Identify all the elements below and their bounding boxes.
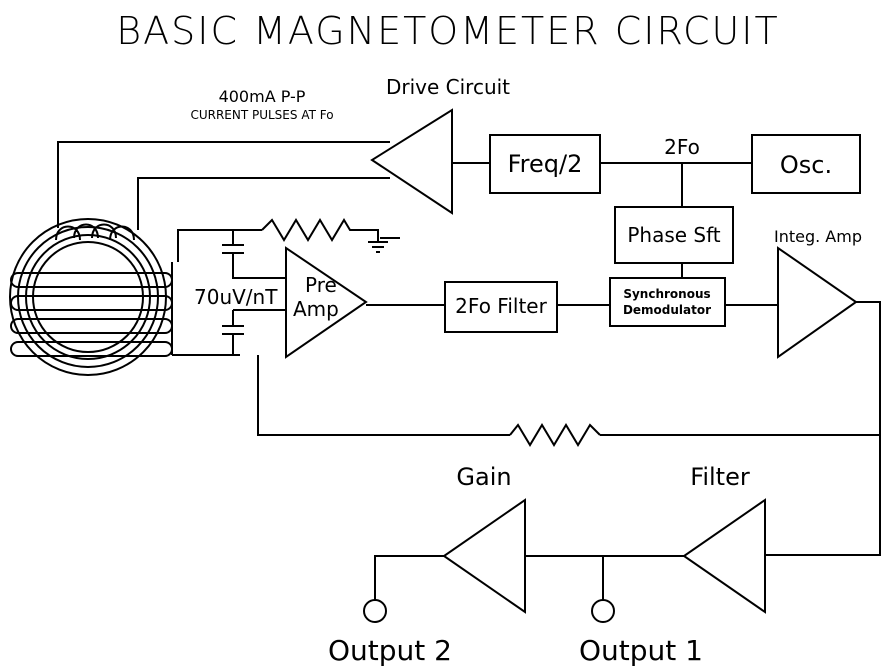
gain-label: Gain xyxy=(456,463,511,491)
preamp-block xyxy=(285,246,368,359)
integrator-amp-block xyxy=(777,246,858,359)
drive-wires xyxy=(57,141,390,230)
drive-circuit-label: Drive Circuit xyxy=(386,75,510,99)
current-label-line1: 400mA P-P xyxy=(219,87,306,106)
input-capacitor-top xyxy=(222,230,290,279)
phase-shift-label: Phase Sft xyxy=(627,223,720,247)
sync-demodulator-line2: Demodulator xyxy=(623,303,711,317)
two-fo-filter-block xyxy=(444,281,558,333)
preamp-label-line2: Amp xyxy=(293,297,339,321)
oscillator-label: Osc. xyxy=(780,151,832,179)
bias-resistor-network xyxy=(177,218,388,262)
oscillator-block xyxy=(751,134,861,194)
two-fo-filter-label: 2Fo Filter xyxy=(455,294,547,318)
two-fo-label: 2Fo xyxy=(664,135,700,159)
output-2-terminal xyxy=(363,599,387,623)
sensitivity-label: 70uV/nT xyxy=(194,285,278,309)
input-capacitor-bottom xyxy=(222,309,290,355)
output-2-label: Output 2 xyxy=(328,634,452,667)
output-filter-block xyxy=(682,498,766,614)
feedback-resistor xyxy=(509,423,601,447)
sync-demodulator-line1: Synchronous xyxy=(623,287,710,301)
phase-shift-block xyxy=(614,206,734,264)
ring-core-sensor xyxy=(9,218,173,376)
freq-divider-block xyxy=(489,134,601,194)
freq-divider-label: Freq/2 xyxy=(508,150,583,178)
diagram-title: BASIC MAGNETOMETER CIRCUIT xyxy=(116,9,779,53)
current-label-line2: CURRENT PULSES AT Fo xyxy=(190,108,333,122)
output-1-label: Output 1 xyxy=(579,634,703,667)
gain-amp-block xyxy=(442,498,526,614)
sync-demodulator-block xyxy=(609,277,726,327)
integrator-amp-label: Integ. Amp xyxy=(774,227,862,246)
output-1-terminal xyxy=(591,599,615,623)
drive-amplifier xyxy=(370,108,453,215)
filter-label: Filter xyxy=(690,463,750,491)
preamp-label-line1: Pre xyxy=(305,273,337,297)
